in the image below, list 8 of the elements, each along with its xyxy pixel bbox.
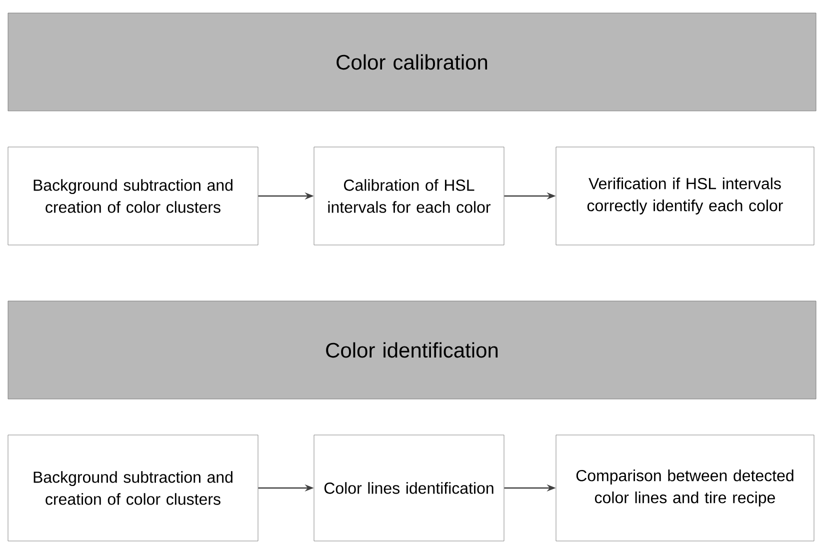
section-banner: Color calibration [8,12,816,112]
process-box: Background subtraction and creation of color clusters [8,434,258,542]
process-box: Calibration of HSL intervals for each color [314,146,504,246]
section-banner: Color identification [8,300,816,400]
process-box: Comparison between detected color lines and tire recipe [556,434,814,542]
process-box: Color lines identification [314,434,504,542]
process-box: Background subtraction and creation of color clusters [8,146,258,246]
process-box: Verification if HSL intervals correctly identify each color [556,146,814,246]
